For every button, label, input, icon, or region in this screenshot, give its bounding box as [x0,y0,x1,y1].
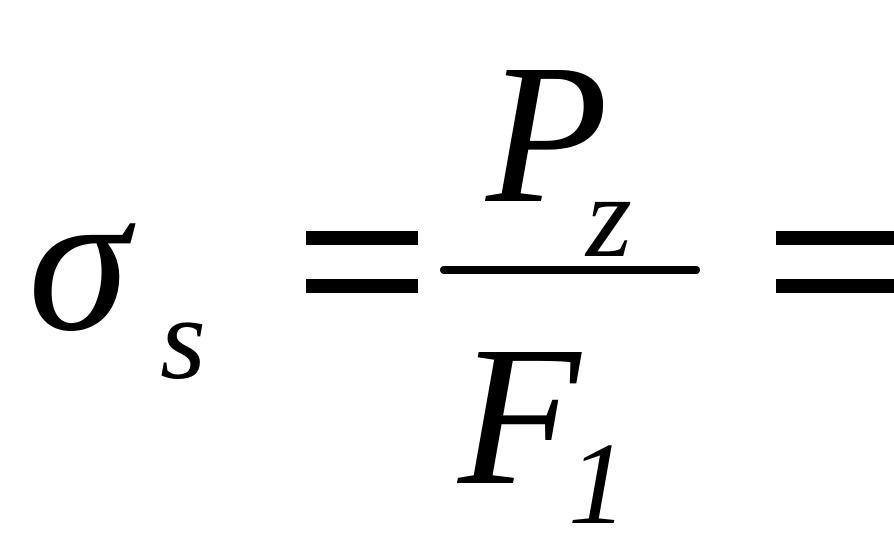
numerator-subscript: z [586,151,632,282]
equals-sign-2-bottom-bar [776,279,894,293]
fraction-bar [440,266,700,274]
numerator-symbol: P [486,24,609,245]
sigma-symbol: σ [28,147,130,374]
denominator-symbol: F [458,306,581,527]
denominator-subscript: 1 [568,418,627,549]
equals-sign-1-bottom-bar [306,279,418,293]
equals-sign-2-top-bar [776,231,894,245]
sigma-subscript: s [160,273,206,404]
equals-sign-1-top-bar [306,231,418,245]
